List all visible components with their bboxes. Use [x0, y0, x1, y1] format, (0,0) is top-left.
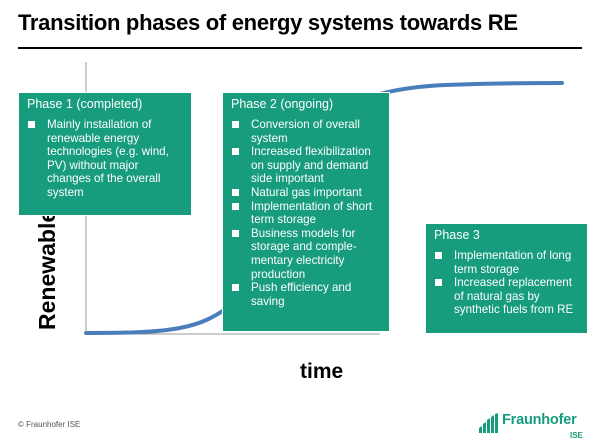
bullet-item: Increased replacement of natural gas by … [434, 276, 579, 317]
phase-3-box: Phase 3 Implementation of long term stor… [425, 223, 588, 334]
logo-wordmark: Fraunhofer [502, 412, 577, 428]
phase-title: Phase 3 [434, 228, 480, 242]
phase-1-box: Phase 1 (completed) Mainly installation … [18, 92, 192, 216]
fraunhofer-logo: Fraunhofer ISE [478, 410, 588, 444]
x-axis-label: time [300, 360, 344, 383]
phase-2-list: Conversion of overall system Increased f… [231, 118, 381, 308]
bullet-item: Mainly installation of renewable energy … [27, 118, 183, 200]
slide-title: Transition phases of energy systems towa… [18, 10, 518, 35]
bullet-item: Business models for storage and comple-m… [231, 227, 381, 281]
bullet-item: Increased flexibilization on supply and … [231, 145, 381, 186]
bullet-item: Conversion of overall system [231, 118, 381, 145]
phase-1-list: Mainly installation of renewable energy … [27, 118, 183, 200]
title-divider [18, 47, 582, 49]
fraunhofer-logo-icon [478, 412, 500, 434]
phase-2-box: Phase 2 (ongoing) Conversion of overall … [222, 92, 390, 332]
bullet-item: Push efficiency and saving [231, 281, 381, 308]
bullet-item: Implementation of short term storage [231, 200, 381, 227]
phase-3-list: Implementation of long term storage Incr… [434, 249, 579, 317]
phase-title: Phase 1 (completed) [27, 97, 143, 111]
bullet-item: Natural gas important [231, 186, 381, 200]
phase-title: Phase 2 (ongoing) [231, 97, 334, 111]
copyright-footer: © Fraunhofer ISE [18, 420, 81, 429]
bullet-item: Implementation of long term storage [434, 249, 579, 276]
logo-subtitle: ISE [570, 431, 583, 440]
